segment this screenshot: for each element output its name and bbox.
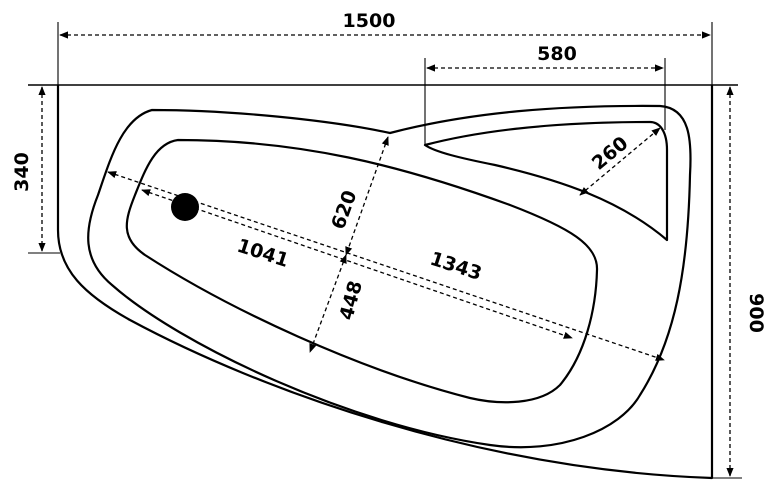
corner-seat — [423, 120, 669, 242]
tub-rim-outline — [87, 104, 692, 449]
label-1343: 1343 — [427, 248, 484, 285]
label-580: 580 — [537, 43, 577, 65]
label-1500: 1500 — [343, 10, 396, 32]
label-340: 340 — [11, 152, 33, 192]
label-260: 260 — [588, 132, 633, 174]
dimension-line-1041 — [141, 189, 573, 339]
inner-basin — [125, 138, 599, 404]
label-900: 900 — [745, 293, 765, 333]
drain-icon — [171, 193, 199, 221]
tub-outer-shell — [56, 85, 714, 480]
label-448: 448 — [335, 278, 367, 322]
label-1041: 1041 — [234, 235, 291, 272]
